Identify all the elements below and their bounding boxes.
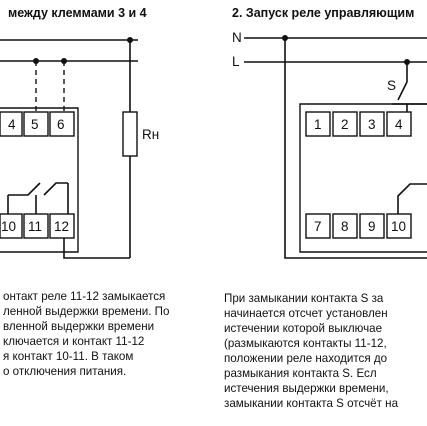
load-label: Rн [142, 127, 159, 142]
right-terminal-8 [332, 213, 358, 239]
right-description-line: (размыкаются контакты 11-12, [224, 337, 387, 350]
right-description-line: истечении которой выключае [224, 322, 382, 335]
right-description-line: истечения выдержки времени, [224, 382, 389, 395]
right-contact-arm [397, 183, 427, 214]
left-terminal-11-label: 11 [28, 219, 42, 234]
right-terminal-3 [359, 111, 385, 137]
right-panel-title: 2. Запуск реле управляющим [232, 6, 414, 20]
right-terminal-7-label: 7 [314, 219, 322, 234]
left-description: онтакт реле 11-12 замыкается ленной выде… [3, 290, 169, 378]
left-terminal-5-label: 5 [31, 117, 39, 132]
right-panel: 2. Запуск реле управляющим N L S 1 2 3 4 [224, 6, 427, 410]
left-description-line: онтакт реле 11-12 замыкается [3, 290, 165, 303]
left-terminal-6-label: 6 [57, 117, 65, 132]
right-terminal-9 [359, 213, 385, 239]
left-terminal-12 [49, 213, 75, 239]
line-n-label: N [232, 30, 242, 45]
right-relay-body [299, 103, 427, 253]
left-description-line: я контакт 10-11. В таком [3, 350, 133, 363]
load-resistor [122, 111, 138, 157]
right-terminal-2 [332, 111, 358, 137]
right-terminal-7 [305, 213, 331, 239]
right-description: При замыкании контакта S за начинается о… [224, 292, 399, 410]
right-description-line: начинается отсчет установлен [224, 307, 388, 320]
right-terminal-2-label: 2 [341, 117, 349, 132]
right-terminal-3-label: 3 [368, 117, 376, 132]
line-l-label: L [232, 54, 240, 69]
left-terminal-5 [23, 111, 49, 137]
left-terminal-4 [0, 111, 23, 137]
right-description-line: размыкания контакта S. Есл [224, 367, 377, 380]
right-terminal-9-label: 9 [368, 219, 376, 234]
left-panel: между клеммами 3 и 4 4 5 6 10 11 12 [0, 6, 169, 378]
left-description-line: о отключения питания. [3, 365, 126, 378]
right-outer-loop [284, 38, 427, 259]
switch-label: S [387, 78, 396, 93]
left-terminal-10-label: 10 [1, 219, 16, 234]
left-relay-body [0, 107, 79, 253]
left-contact-arm-b [43, 182, 68, 196]
left-terminal-6 [49, 111, 75, 137]
left-terminal-10 [0, 213, 23, 239]
right-terminal-10-label: 10 [391, 219, 406, 234]
left-panel-title: между клеммами 3 и 4 [8, 6, 147, 20]
left-description-line: ленной выдержки времени. По [3, 305, 169, 318]
left-description-line: ключается и контакт 11-12 [3, 335, 144, 348]
left-terminal-12-label: 12 [54, 219, 69, 234]
right-terminal-10 [386, 213, 412, 239]
right-description-line: При замыкании контакта S за [224, 292, 384, 305]
right-terminal-1 [305, 111, 331, 137]
left-terminal-11 [23, 213, 49, 239]
right-terminal-1-label: 1 [314, 117, 322, 132]
right-description-line: замыкании контакта S отсчёт на [224, 397, 399, 410]
switch-s [397, 81, 408, 101]
left-contact-arm-a [8, 182, 41, 196]
left-terminal-4-label: 4 [8, 117, 16, 132]
left-load-return [63, 238, 130, 259]
left-description-line: вленной выдержки времени [3, 320, 154, 333]
right-terminal-8-label: 8 [341, 219, 349, 234]
right-terminal-4 [386, 111, 412, 137]
right-terminal-4-label: 4 [395, 117, 403, 132]
right-description-line: положении реле находится до [224, 352, 387, 365]
